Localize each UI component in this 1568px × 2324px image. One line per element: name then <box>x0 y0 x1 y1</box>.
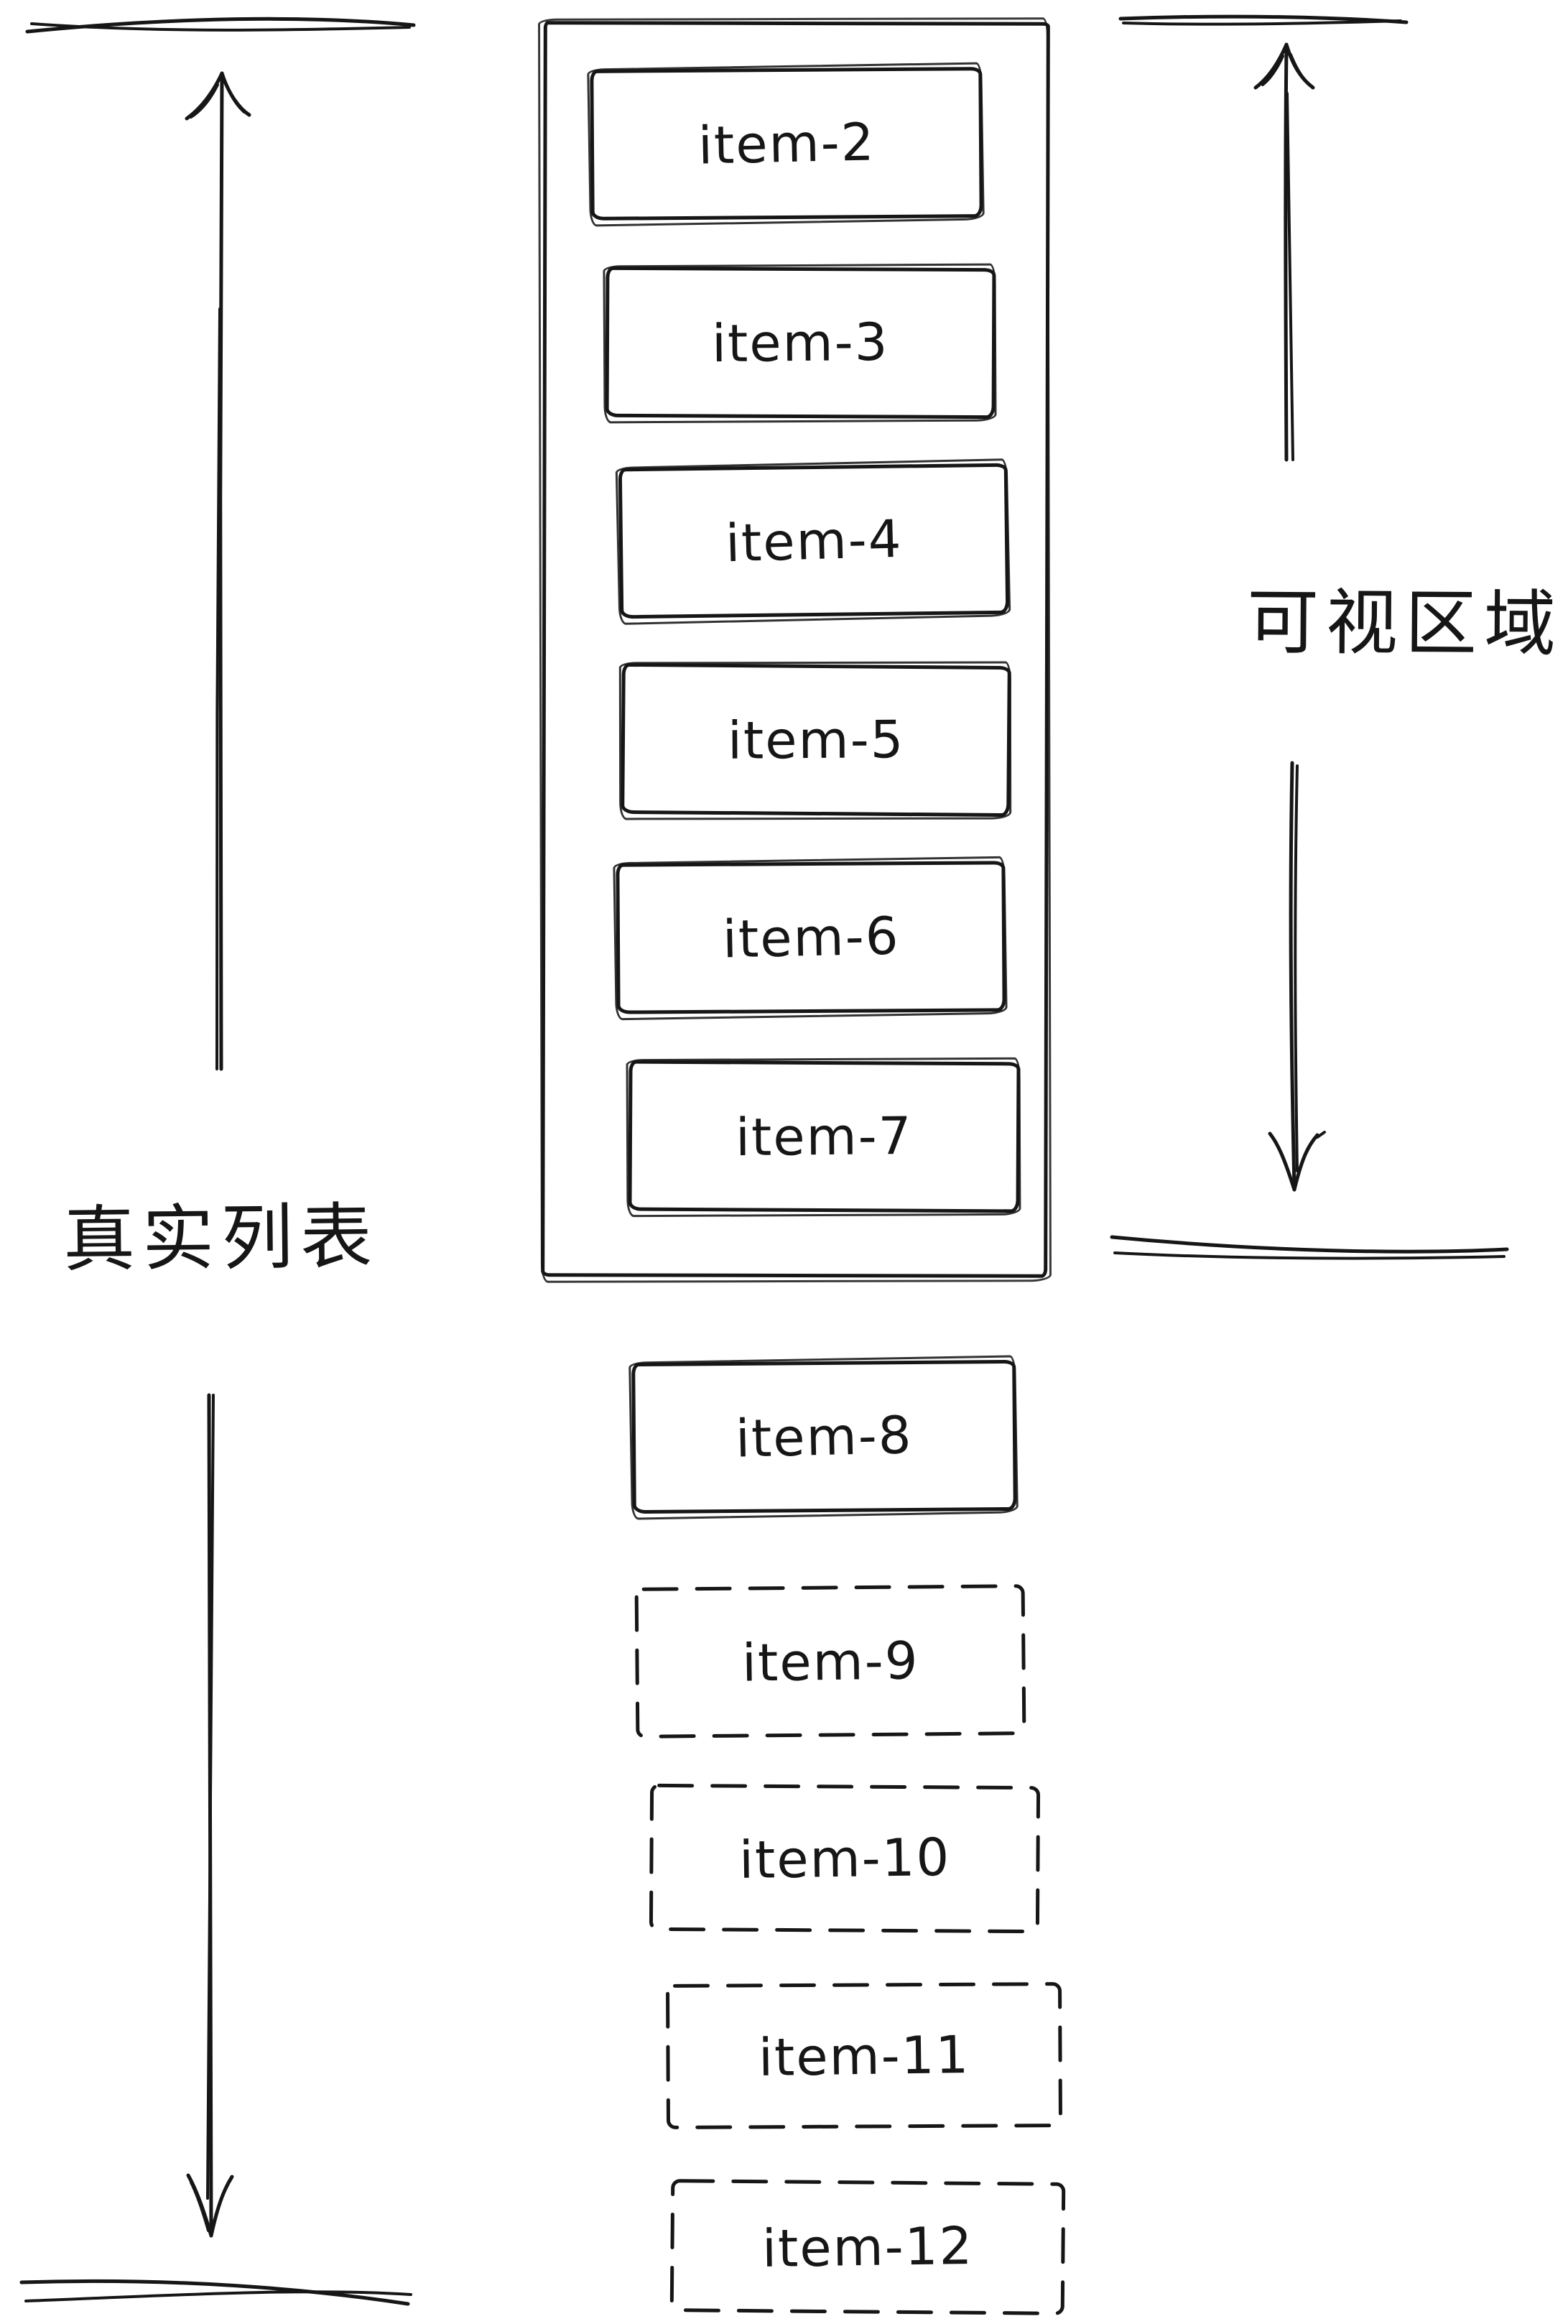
list-item-8: item-8 <box>631 1359 1017 1514</box>
list-item-2: item-2 <box>590 67 983 221</box>
list-item-11: item-11 <box>668 1985 1060 2126</box>
list-item-10-label: item-10 <box>738 1826 951 1891</box>
real-list-top-line <box>25 17 416 34</box>
list-item-5-label: item-5 <box>727 709 905 771</box>
list-item-4-label: item-4 <box>724 508 904 574</box>
list-item-2-label: item-2 <box>697 111 876 176</box>
list-item-9: item-9 <box>637 1588 1024 1735</box>
list-item-6: item-6 <box>616 861 1006 1014</box>
list-item-6-label: item-6 <box>721 905 901 970</box>
real-list-bottom-line <box>19 2279 412 2306</box>
list-item-4: item-4 <box>618 463 1010 619</box>
viewport-up-arrow <box>1253 42 1315 462</box>
list-item-8-label: item-8 <box>735 1404 914 1469</box>
list-item-10-border <box>649 1783 1041 1934</box>
real-list-label: 真实列表 <box>62 1194 380 1282</box>
virtual-item-dashed-borders <box>634 1584 1066 2315</box>
viewport-label: 可视区域 <box>1246 580 1564 667</box>
viewport-bottom-line <box>1110 1235 1509 1260</box>
list-item-11-label: item-11 <box>758 2024 970 2088</box>
viewport-down-arrow <box>1268 761 1326 1192</box>
list-item-9-border <box>634 1584 1026 1739</box>
list-item-7: item-7 <box>628 1060 1021 1213</box>
viewport-top-line <box>1118 14 1409 26</box>
list-item-3-label: item-3 <box>711 311 890 374</box>
list-item-12-label: item-12 <box>761 2215 974 2279</box>
list-item-7-label: item-7 <box>735 1105 914 1168</box>
list-item-3: item-3 <box>605 266 996 420</box>
list-item-10: item-10 <box>651 1787 1038 1930</box>
real-list-down-arrow <box>186 1393 234 2238</box>
real-list-up-arrow <box>185 71 251 1071</box>
list-item-11-border <box>666 1982 1062 2129</box>
list-item-9-label: item-9 <box>741 1629 919 1693</box>
list-item-12-border <box>669 2179 1066 2315</box>
list-item-12: item-12 <box>672 2182 1063 2312</box>
list-item-5: item-5 <box>621 662 1011 818</box>
